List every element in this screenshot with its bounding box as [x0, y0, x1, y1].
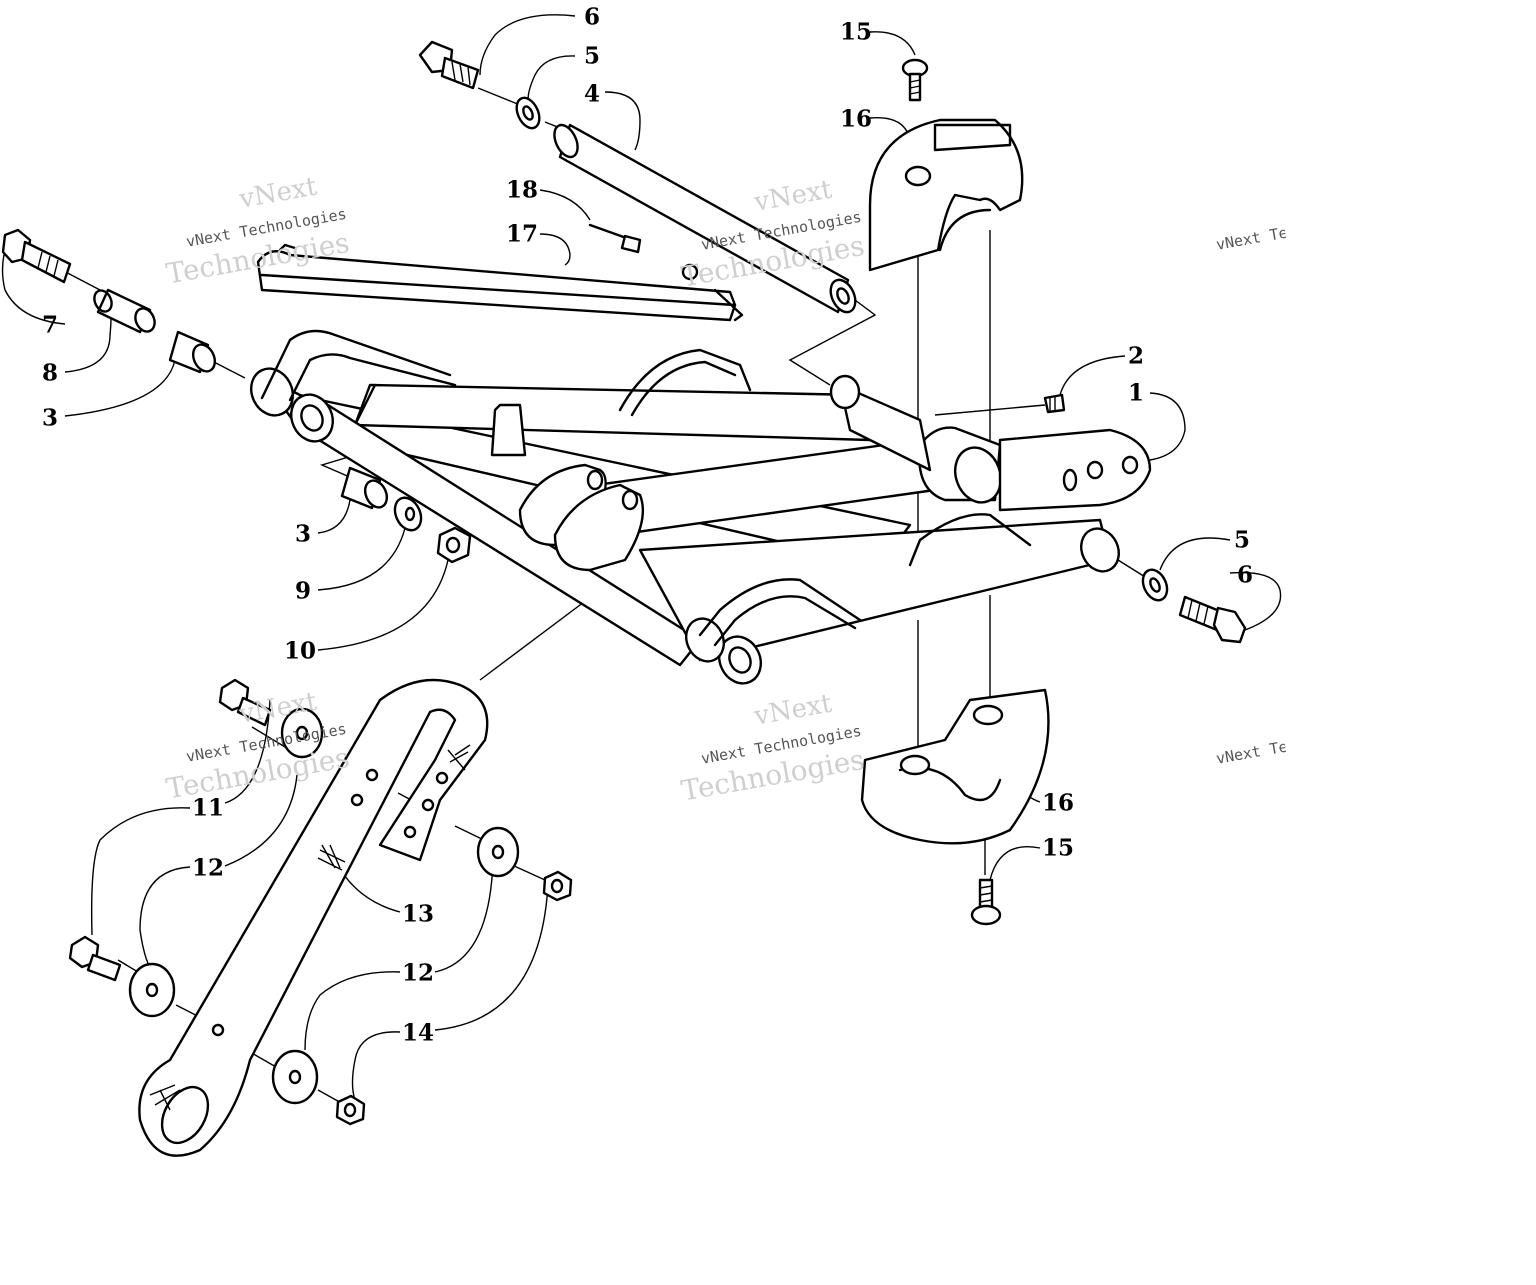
- callout-label: 6: [1236, 561, 1254, 589]
- spacer-bushing: [93, 288, 156, 334]
- callout-label: 7: [41, 311, 59, 339]
- flat-washer-left: [393, 496, 423, 532]
- flange-bolt-right: [1178, 595, 1247, 644]
- lock-washer-top: [515, 96, 541, 130]
- callout-label: 11: [191, 794, 225, 822]
- callout-label: 1: [1127, 379, 1145, 407]
- callout-label: 2: [1127, 342, 1145, 370]
- wear-block-top: [868, 118, 1024, 272]
- callout-label: 17: [505, 220, 539, 248]
- callout-label: 10: [283, 637, 317, 665]
- lock-washer-right: [1141, 568, 1169, 602]
- callout-label: 5: [583, 42, 601, 70]
- callout-label: 18: [505, 176, 539, 204]
- callout-label: 15: [1041, 834, 1075, 862]
- grease-fitting: [1043, 393, 1066, 414]
- screw-bottom: [970, 878, 1002, 926]
- flange-bolt-top: [418, 40, 480, 90]
- callout-label: 12: [191, 854, 225, 882]
- watermark-clipped: vNext Technologies: [1215, 226, 1298, 317]
- strap-washers: [128, 707, 520, 1105]
- wear-block-bottom: [860, 688, 1050, 845]
- callout-label: 13: [401, 900, 435, 928]
- callout-label: 3: [294, 520, 312, 548]
- callout-label: 4: [583, 80, 601, 108]
- callout-label: 6: [583, 3, 601, 31]
- watermark-clipped: vNext Technologies: [1215, 740, 1298, 831]
- callout-label: 14: [401, 1019, 435, 1047]
- callout-label: 5: [1233, 526, 1251, 554]
- limiter-strap: [138, 678, 489, 1157]
- rivet-and-rail: [256, 223, 744, 322]
- bushing-left-upper: [168, 330, 217, 374]
- callout-label: 9: [294, 577, 312, 605]
- long-bolt: [1, 228, 72, 284]
- strap-nuts: [335, 870, 573, 1126]
- callout-label: 8: [41, 359, 59, 387]
- callout-label: 16: [1041, 789, 1075, 817]
- pivot-shaft: [553, 123, 857, 314]
- strap-bolt-upper: [218, 678, 272, 727]
- strap-bolt-lower: [68, 935, 122, 982]
- callout-label: 12: [401, 959, 435, 987]
- bushing-left-lower: [340, 466, 389, 510]
- callout-label: 15: [839, 18, 873, 46]
- callout-label: 3: [41, 404, 59, 432]
- lock-nut-left: [436, 526, 472, 564]
- callout-label: 16: [839, 105, 873, 133]
- screw-top: [901, 58, 929, 102]
- suspension-arm-frame: [250, 329, 1152, 685]
